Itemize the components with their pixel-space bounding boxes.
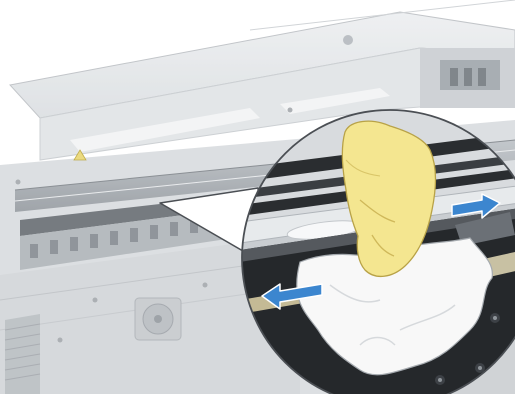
vent-grille [5,314,40,394]
